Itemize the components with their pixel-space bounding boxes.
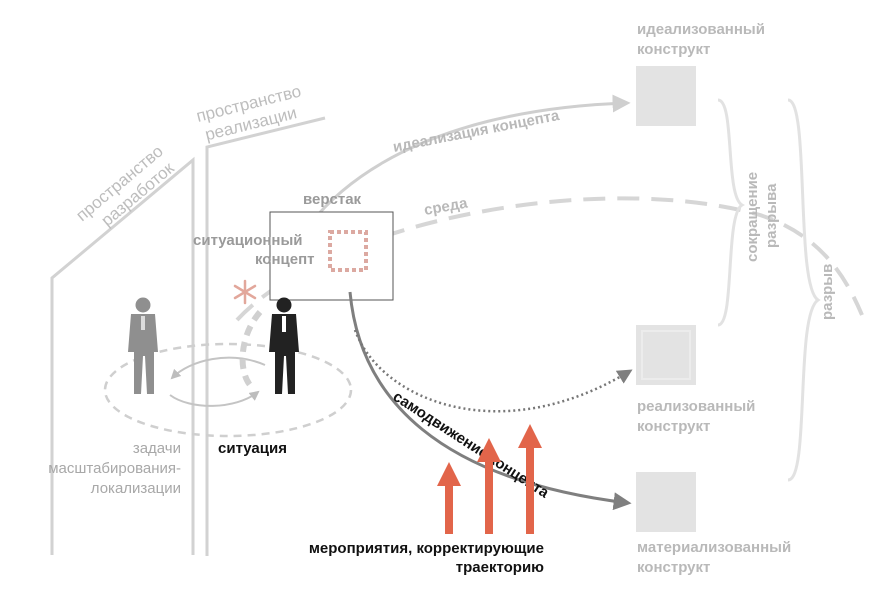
dotted-arrow-realized [353, 329, 633, 413]
svg-text:локализации: локализации [91, 480, 181, 497]
cycle-arrow-top [170, 356, 266, 380]
gap-reduction-brace [717, 98, 745, 327]
cycle-arc-left [239, 310, 263, 387]
red-arrow-1 [437, 462, 461, 534]
red-arrow-3 [518, 424, 542, 534]
materialized-construct-box [636, 472, 696, 532]
situation-dashed-ellipse [103, 342, 353, 438]
self-motion-arrow [348, 291, 632, 511]
situational-concept-dashed-box [328, 230, 368, 272]
measures-label-2: траекторию [456, 559, 544, 576]
svg-text:задачи: задачи [133, 440, 181, 457]
gap-label: разрыв [819, 264, 836, 320]
materialized-label-2: конструкт [637, 559, 710, 576]
space-dev-label: пространство разработок [72, 142, 178, 231]
situation-label: ситуация [218, 440, 287, 457]
person-black-icon [269, 297, 299, 394]
gap-brace [787, 98, 821, 482]
situational-concept-label-1: ситуационный [193, 232, 303, 249]
realized-label-2: конструкт [637, 418, 710, 435]
gap-reduction-label-1: сокращение [744, 172, 761, 262]
idealized-label-2: конструкт [637, 41, 710, 58]
idealized-construct-box [636, 66, 696, 126]
realized-label-1: реализованный [637, 398, 755, 415]
space-of-realization-plane [205, 116, 326, 556]
red-arrow-2 [477, 438, 501, 534]
realized-construct-box [636, 325, 696, 385]
idealized-label-1: идеализованный [637, 21, 765, 38]
cycle-arrow-bottom [169, 390, 260, 407]
materialized-label-1: материализованный [637, 539, 791, 556]
svg-text:масштабирования-: масштабирования- [48, 460, 181, 477]
measures-label-1: мероприятия, корректирующие [309, 540, 544, 557]
situational-concept-label-2: концепт [255, 251, 315, 268]
idealization-label: идеализация концепта [392, 107, 562, 156]
gap-reduction-label-2: разрыва [763, 183, 780, 248]
workbench-box [269, 211, 394, 301]
space-of-developments-plane [50, 156, 195, 555]
corrective-arrows [437, 424, 542, 534]
workbench-label: верстак [303, 191, 362, 208]
asterisk-icon [233, 279, 257, 305]
person-gray-icon [128, 297, 158, 394]
tasks-label: задачи масштабирования- локализации [48, 440, 181, 497]
